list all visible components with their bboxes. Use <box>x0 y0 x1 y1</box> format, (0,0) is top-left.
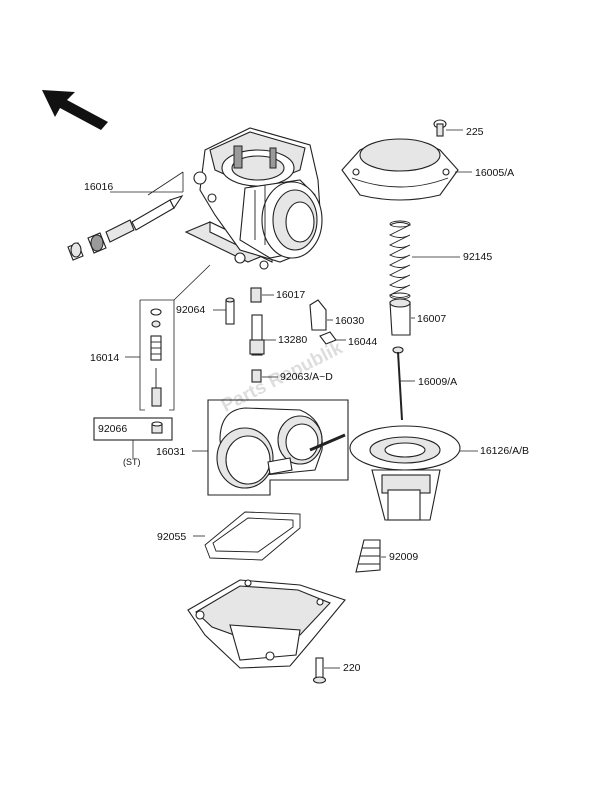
label-16031: 16031 <box>156 446 186 458</box>
label-16009-a: 16009/A <box>418 376 458 388</box>
needle-holder-16030 <box>309 299 333 331</box>
clip-16044 <box>319 331 346 345</box>
label-16017: 16017 <box>276 289 306 301</box>
choke-plunger-assembly <box>125 264 211 411</box>
label-st: (ST) <box>123 457 141 467</box>
float-bowl <box>187 579 346 669</box>
spring-seat <box>389 298 415 336</box>
label-16014: 16014 <box>90 352 120 364</box>
label-16016: 16016 <box>84 181 114 193</box>
label-220: 220 <box>343 662 361 674</box>
vacuum-spring <box>388 220 460 300</box>
cover-screw <box>433 119 463 137</box>
drain-screw <box>355 539 386 573</box>
throttle-valve-box <box>192 399 349 496</box>
label-92063-a-d: 92063/A~D <box>280 371 333 383</box>
vacuum-piston-diaphragm <box>349 425 478 521</box>
label-16044: 16044 <box>348 336 378 348</box>
label-16005-a: 16005/A <box>475 167 515 179</box>
carburetor-body <box>184 127 323 270</box>
front-direction-arrow-icon <box>42 90 108 130</box>
label-225: 225 <box>466 126 484 138</box>
jet-needle <box>392 346 415 421</box>
label-92055: 92055 <box>157 531 187 543</box>
label-92066: 92066 <box>98 423 128 435</box>
part-92066-box <box>93 417 173 458</box>
label-92009: 92009 <box>389 551 419 563</box>
label-16030: 16030 <box>335 315 365 327</box>
label-92145: 92145 <box>463 251 493 263</box>
pilot-screw-assembly <box>67 171 184 261</box>
needle-jet <box>249 314 276 356</box>
top-cover <box>341 138 472 201</box>
main-jet <box>251 369 278 383</box>
bowl-screw <box>312 657 340 684</box>
screw-92064 <box>213 297 235 325</box>
jet-16017 <box>250 287 274 303</box>
float-bowl-gasket <box>193 511 301 561</box>
label-16126-a-b: 16126/A/B <box>480 445 530 457</box>
label-16007: 16007 <box>417 313 447 325</box>
label-92064: 92064 <box>176 304 206 316</box>
label-13280: 13280 <box>278 334 308 346</box>
